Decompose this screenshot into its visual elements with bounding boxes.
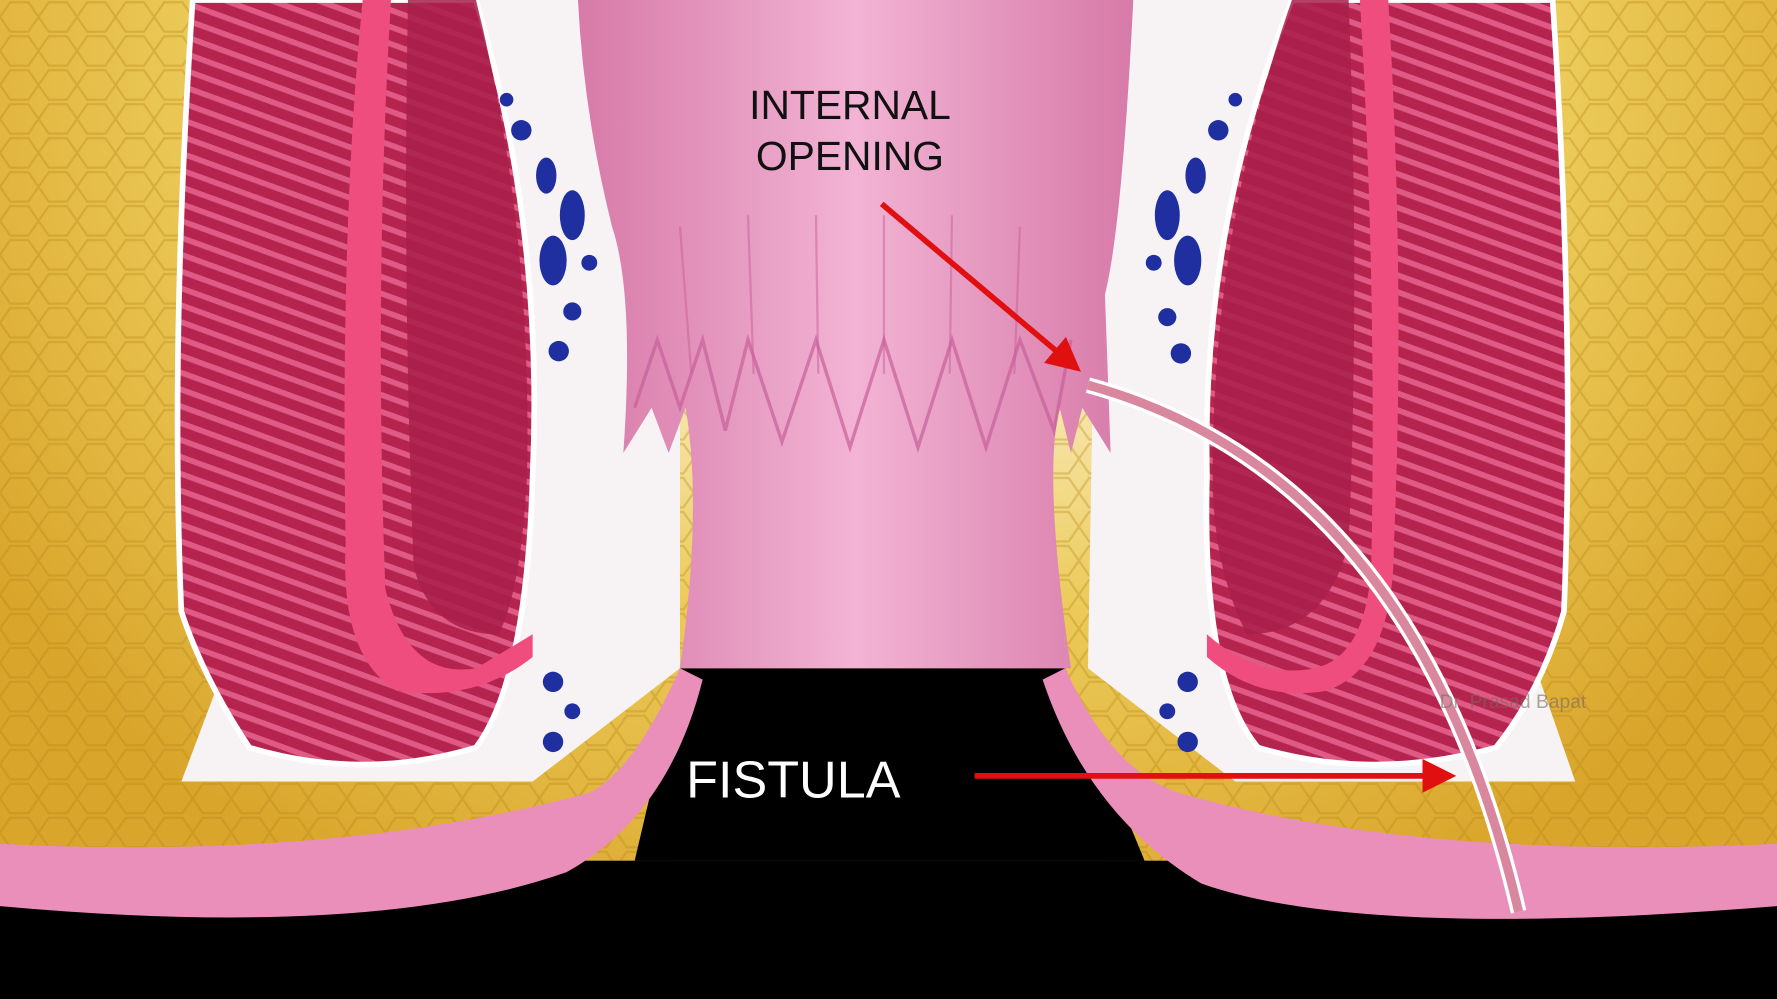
sphincter-muscle-left — [174, 0, 538, 768]
internal-opening-arrow — [879, 201, 1081, 372]
skin-left — [0, 668, 703, 918]
anal-canal — [577, 0, 1134, 669]
internal-opening-label: INTERNAL — [749, 82, 951, 128]
watermark: Dr. Prasad Bapat — [1440, 692, 1587, 713]
fistula-label: FISTULA — [686, 751, 901, 809]
internal-opening-label-line2: OPENING — [756, 133, 944, 179]
skin-right — [1042, 668, 1777, 919]
anal-glands — [499, 92, 1243, 753]
sphincter-muscle-right — [1203, 0, 1571, 768]
